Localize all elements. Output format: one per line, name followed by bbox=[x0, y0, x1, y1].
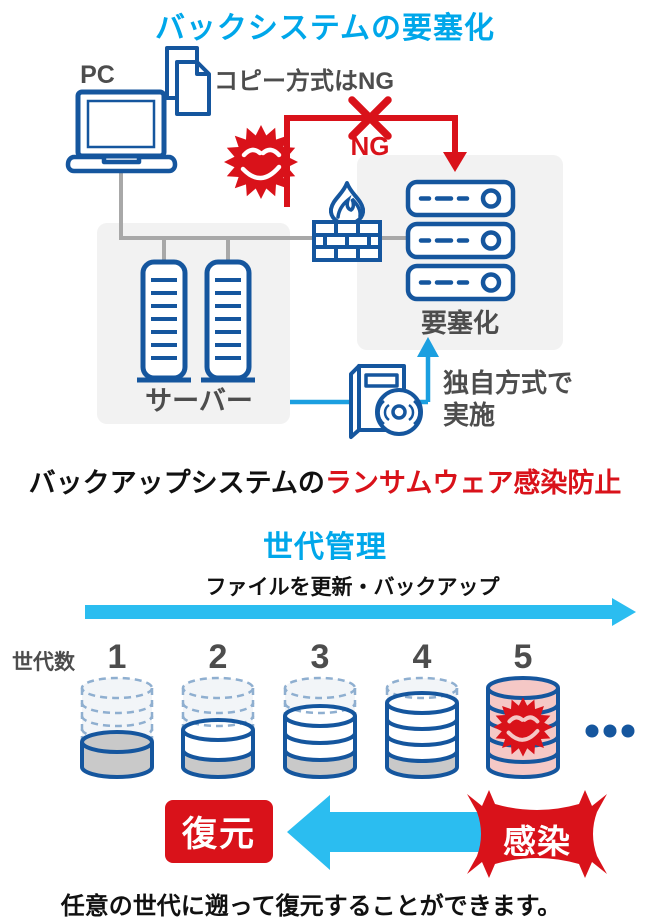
server-label: サーバー bbox=[145, 386, 253, 416]
x-mark-icon bbox=[348, 96, 392, 140]
copy-method-note: コピー方式はNG bbox=[214, 68, 394, 95]
infection-burst-icon bbox=[467, 790, 607, 878]
copy-document-icon bbox=[165, 46, 211, 116]
caption1-red-part: ランサムウェア感染防止 bbox=[324, 468, 622, 498]
empty-capacity-dashes bbox=[80, 676, 154, 742]
virus-icon bbox=[224, 125, 298, 199]
up-arrowhead-icon bbox=[417, 337, 439, 357]
generation-number-3: 3 bbox=[310, 638, 330, 676]
pc-label: PC bbox=[80, 61, 115, 89]
generation-number-1: 1 bbox=[107, 638, 127, 676]
database-cylinder-gen1 bbox=[80, 676, 154, 779]
database-cylinder-gen4 bbox=[385, 676, 459, 779]
restore-badge: 復元 bbox=[165, 800, 273, 863]
tower-server-icon bbox=[137, 259, 255, 383]
virus-face bbox=[240, 147, 282, 181]
restore-label: 復元 bbox=[181, 815, 256, 854]
generation-number-5: 5 bbox=[513, 638, 533, 676]
tower-vents bbox=[151, 278, 241, 360]
laptop-icon bbox=[65, 89, 178, 174]
generation-number-2: 2 bbox=[208, 638, 228, 676]
down-arrowhead-icon bbox=[443, 152, 467, 172]
rack-server-icon bbox=[405, 179, 516, 302]
ng-label: NG bbox=[350, 131, 390, 161]
backup-software-disc-icon bbox=[349, 364, 423, 439]
generation-number-4: 4 bbox=[412, 638, 432, 676]
firewall-icon bbox=[312, 220, 382, 262]
generation-count-label: 世代数 bbox=[12, 651, 75, 674]
database-cylinder-gen3 bbox=[283, 676, 357, 779]
ellipsis-icon bbox=[585, 724, 635, 738]
virus-icon-small bbox=[493, 697, 553, 757]
empty-capacity-dashes bbox=[181, 676, 255, 730]
section1-title: バックシステムの要塞化 bbox=[154, 12, 496, 45]
caption1-black-part: バックアップシステムの bbox=[28, 468, 325, 498]
infection-label: 感染 bbox=[503, 823, 571, 860]
proprietary-method-label: 独自方式で 実施 bbox=[443, 368, 574, 430]
timeline-arrow-icon bbox=[85, 598, 636, 626]
fortified-label: 要塞化 bbox=[420, 308, 499, 338]
virus-face bbox=[506, 715, 540, 742]
database-cylinder-gen5-infected bbox=[486, 676, 560, 779]
database-cylinder-gen2 bbox=[181, 676, 255, 779]
section1-caption: バックアップシステムのランサムウェア感染防止 bbox=[0, 461, 650, 500]
update-backup-label: ファイルを更新・バックアップ bbox=[205, 576, 500, 599]
rack-led-dashes bbox=[418, 188, 502, 293]
section2-caption: 任意の世代に遡って復元することができます。 bbox=[60, 893, 562, 920]
section2-title: 世代管理 bbox=[263, 531, 387, 564]
empty-capacity-dashes bbox=[283, 676, 357, 716]
